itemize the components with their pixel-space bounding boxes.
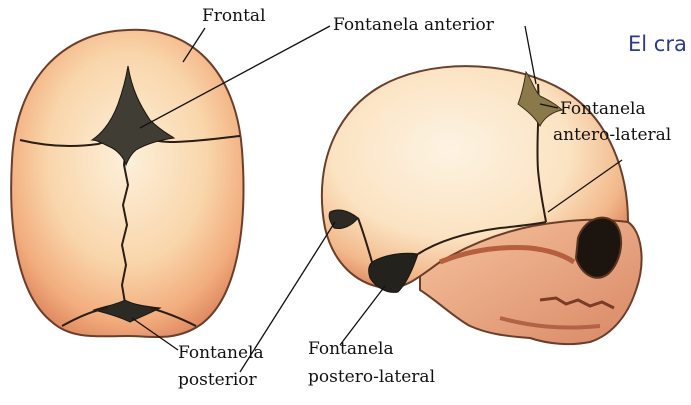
label-antero-lateral-line2: antero-lateral [553,124,671,146]
label-postero-lateral-line1: Fontanela [308,338,394,360]
label-postero-lateral-line2: postero-lateral [308,366,435,388]
label-posterior-line2: posterior [178,369,257,391]
leader-posterolateral-2 [340,286,385,345]
heading-text: El cra [628,31,687,57]
label-frontal: Frontal [202,5,266,27]
label-antero-lateral-line1: Fontanela [560,98,646,120]
label-posterior-line1: Fontanela [178,342,264,364]
skull-top-view [11,30,243,337]
label-fontanela-anterior: Fontanela anterior [333,14,494,36]
